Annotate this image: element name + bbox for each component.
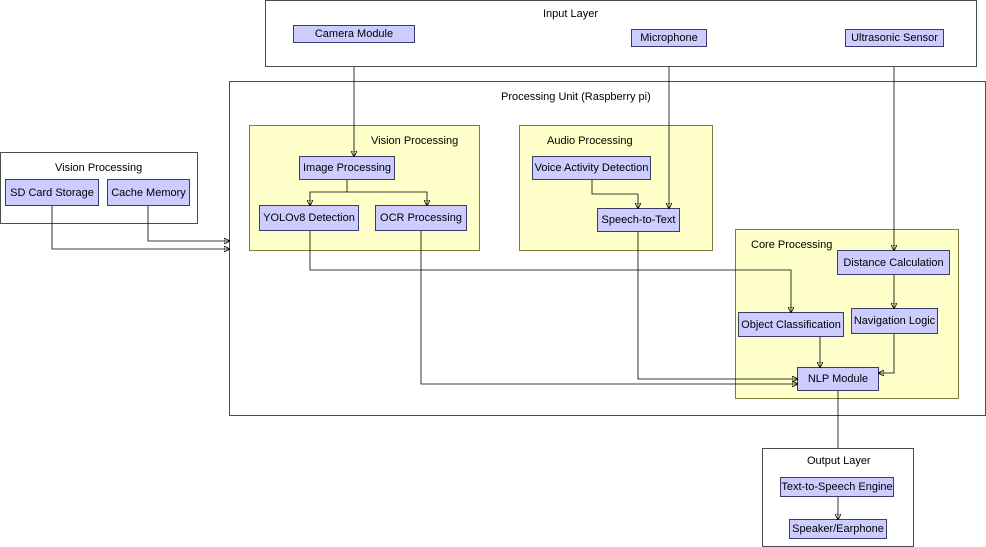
core-processing-title: Core Processing xyxy=(751,239,833,251)
storage-title: Vision Processing xyxy=(55,162,143,174)
vision-processing-group: Vision Processing xyxy=(249,125,480,251)
nlp-module-node[interactable]: NLP Module xyxy=(797,367,879,391)
voice-activity-detection-node[interactable]: Voice Activity Detection xyxy=(532,156,651,180)
navigation-logic-node[interactable]: Navigation Logic xyxy=(851,308,938,334)
text-to-speech-engine-node[interactable]: Text-to-Speech Engine xyxy=(780,477,894,497)
distance-calculation-node[interactable]: Distance Calculation xyxy=(837,250,950,275)
object-classification-node[interactable]: Object Classification xyxy=(738,312,844,337)
cache-memory-node[interactable]: Cache Memory xyxy=(107,179,190,206)
vision-processing-title: Vision Processing xyxy=(371,135,459,147)
camera-module-node[interactable]: Camera Module xyxy=(293,25,415,43)
yolov8-detection-node[interactable]: YOLOv8 Detection xyxy=(259,205,359,231)
microphone-node[interactable]: Microphone xyxy=(631,29,707,47)
ultrasonic-sensor-node[interactable]: Ultrasonic Sensor xyxy=(845,29,944,47)
audio-processing-title: Audio Processing xyxy=(547,135,633,147)
speaker-earphone-node[interactable]: Speaker/Earphone xyxy=(789,519,887,539)
input-layer-title: Input Layer xyxy=(543,8,599,20)
speech-to-text-node[interactable]: Speech-to-Text xyxy=(597,208,680,232)
output-layer-title: Output Layer xyxy=(807,455,871,467)
processing-unit-title: Processing Unit (Raspberry pi) xyxy=(501,91,651,103)
audio-processing-group: Audio Processing xyxy=(519,125,713,251)
image-processing-node[interactable]: Image Processing xyxy=(299,156,395,180)
ocr-processing-node[interactable]: OCR Processing xyxy=(375,205,467,231)
sd-card-storage-node[interactable]: SD Card Storage xyxy=(5,179,99,206)
